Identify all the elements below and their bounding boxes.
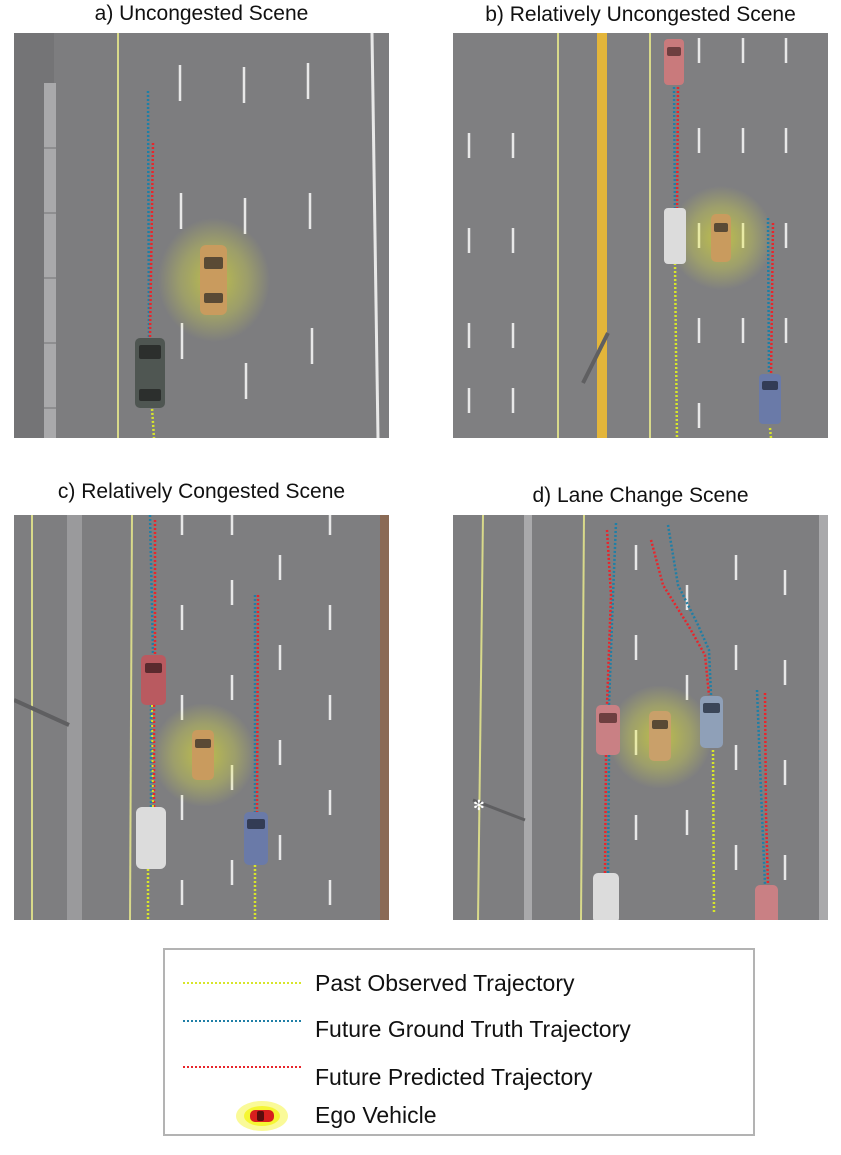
legend: Past Observed Trajectory Future Ground T… [163, 948, 755, 1136]
legend-label: Ego Vehicle [315, 1102, 437, 1128]
vehicle-red [755, 885, 778, 920]
ego-vehicle [192, 730, 214, 780]
ego-vehicle [200, 245, 227, 315]
legend-item-past: Past Observed Trajectory [183, 970, 743, 1000]
panel-title-a: a) Uncongested Scene [94, 2, 309, 25]
vehicle-blue [244, 812, 268, 865]
vehicle-red [664, 39, 684, 85]
scene-panel-a [14, 33, 389, 438]
past-trajectory-swatch [183, 982, 301, 984]
svg-text:✻: ✻ [473, 798, 485, 814]
vehicle-red [141, 655, 166, 705]
ego-vehicle [711, 214, 731, 262]
vehicle-blue [700, 696, 723, 748]
vehicle-white [136, 807, 166, 869]
legend-label: Future Predicted Trajectory [315, 1064, 593, 1090]
ego-vehicle-icon [236, 1101, 288, 1131]
panel-title-b: b) Relatively Uncongested Scene [485, 3, 796, 26]
legend-item-ego: Ego Vehicle [183, 1101, 743, 1132]
vehicle-white [664, 208, 686, 264]
vehicle-red [596, 705, 620, 755]
scene-panel-c [14, 515, 389, 920]
ground-truth-trajectory-swatch [183, 1020, 301, 1022]
scene-d-image: ✻ [453, 515, 828, 920]
vehicle-white [593, 873, 619, 920]
panel-title-d: d) Lane Change Scene [532, 484, 749, 507]
vehicle-blue [759, 374, 781, 424]
panel-title-c: c) Relatively Congested Scene [57, 480, 346, 503]
vehicle-dark-grey [135, 338, 165, 408]
scene-panel-b [453, 33, 828, 438]
scene-panel-d: ✻ [453, 515, 828, 920]
scene-b-image [453, 33, 828, 438]
scene-a-image [14, 33, 389, 438]
legend-item-predicted: Future Predicted Trajectory [183, 1064, 743, 1094]
legend-label: Past Observed Trajectory [315, 970, 575, 996]
scene-c-image [14, 515, 389, 920]
legend-item-ground-truth: Future Ground Truth Trajectory [183, 1016, 743, 1046]
legend-label: Future Ground Truth Trajectory [315, 1016, 631, 1042]
ego-vehicle [649, 711, 671, 761]
predicted-trajectory-swatch [183, 1066, 301, 1068]
